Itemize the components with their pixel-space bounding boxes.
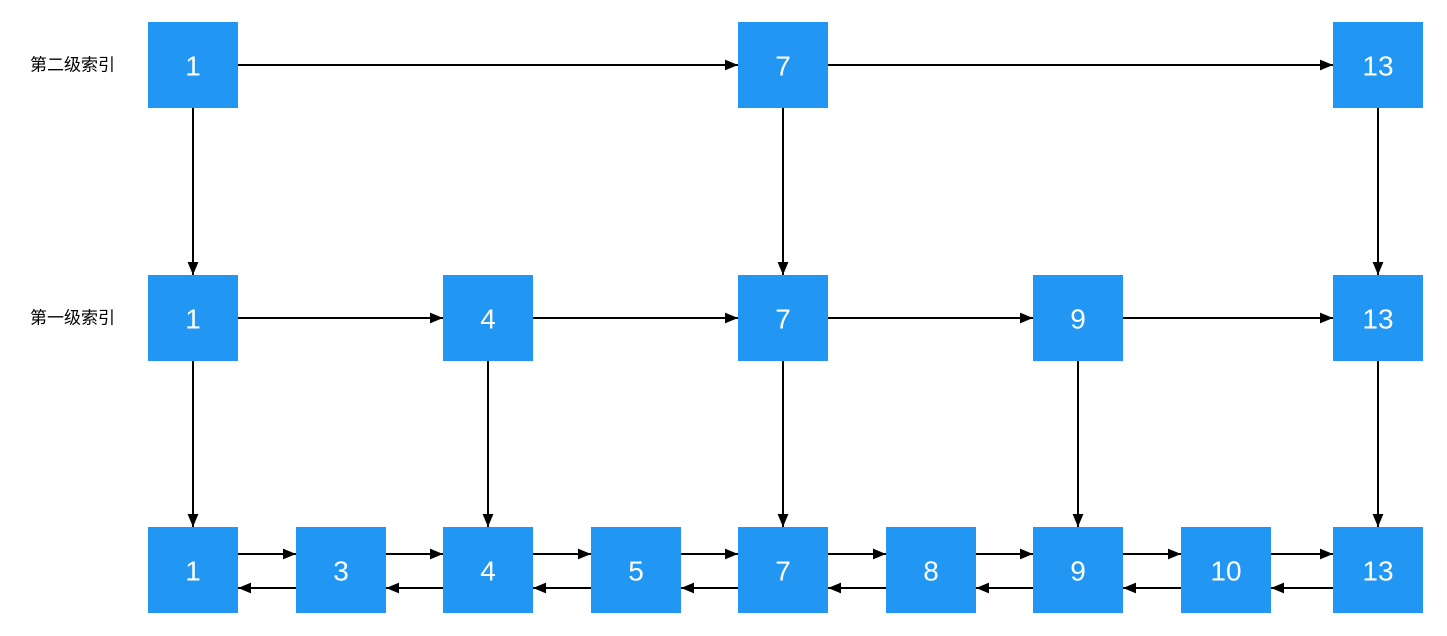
node-level-1-index-4 [443, 275, 533, 361]
node-value-level-1-index-7: 7 [775, 304, 791, 335]
node-value-level-1-index-13: 13 [1362, 304, 1393, 335]
node-value-level-2-index-7: 7 [775, 51, 791, 82]
node-value-level-1-index-1: 1 [185, 304, 201, 335]
node-value-base-list-7: 7 [775, 556, 791, 587]
node-base-list-4 [443, 527, 533, 613]
node-base-list-9 [1033, 527, 1123, 613]
node-level-2-index-1 [148, 22, 238, 108]
node-value-level-1-index-9: 9 [1070, 304, 1086, 335]
node-value-base-list-8: 8 [923, 556, 939, 587]
node-level-2-index-7 [738, 22, 828, 108]
node-level-1-index-13 [1333, 275, 1423, 361]
node-value-base-list-13: 13 [1362, 556, 1393, 587]
node-base-list-1 [148, 527, 238, 613]
node-value-base-list-9: 9 [1070, 556, 1086, 587]
node-base-list-8 [886, 527, 976, 613]
row-label-level-1-index: 第一级索引 [30, 309, 115, 328]
node-level-1-index-7 [738, 275, 828, 361]
node-level-2-index-13 [1333, 22, 1423, 108]
node-base-list-5 [591, 527, 681, 613]
node-base-list-10 [1181, 527, 1271, 613]
node-value-base-list-4: 4 [480, 556, 496, 587]
node-base-list-7 [738, 527, 828, 613]
row-label-level-2-index: 第二级索引 [30, 56, 115, 75]
node-level-1-index-9 [1033, 275, 1123, 361]
node-value-level-1-index-4: 4 [480, 304, 496, 335]
node-value-base-list-5: 5 [628, 556, 644, 587]
node-value-level-2-index-1: 1 [185, 51, 201, 82]
node-value-base-list-1: 1 [185, 556, 201, 587]
node-value-base-list-10: 10 [1210, 556, 1241, 587]
node-value-base-list-3: 3 [333, 556, 349, 587]
node-base-list-13 [1333, 527, 1423, 613]
node-level-1-index-1 [148, 275, 238, 361]
node-base-list-3 [296, 527, 386, 613]
node-value-level-2-index-13: 13 [1362, 51, 1393, 82]
